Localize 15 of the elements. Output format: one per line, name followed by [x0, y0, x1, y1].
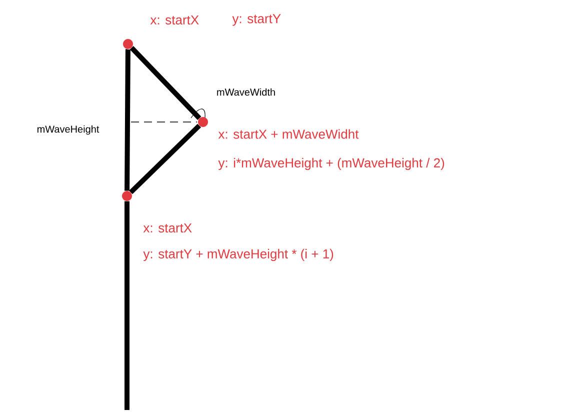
dimension-label: mWaveHeight: [37, 125, 100, 135]
point-dot: [123, 39, 133, 49]
line: [124, 49, 130, 191]
point-dot: [198, 117, 208, 127]
line: [124, 201, 130, 410]
line: [130, 46, 202, 120]
point-dot: [122, 191, 132, 201]
coordinate-label: y: startY + mWaveHeight * (i + 1): [143, 248, 334, 262]
line: [128, 124, 202, 194]
coordinate-label: x: startX + mWaveWidht: [218, 129, 359, 139]
coordinate-label: x: startX: [143, 223, 192, 233]
dimension-label: mWaveWidth: [217, 88, 275, 96]
coordinate-label: x: startX: [150, 15, 199, 25]
coordinate-label: y: startY: [232, 14, 281, 26]
coordinate-label: y: i*mWaveHeight + (mWaveHeight / 2): [218, 158, 444, 170]
